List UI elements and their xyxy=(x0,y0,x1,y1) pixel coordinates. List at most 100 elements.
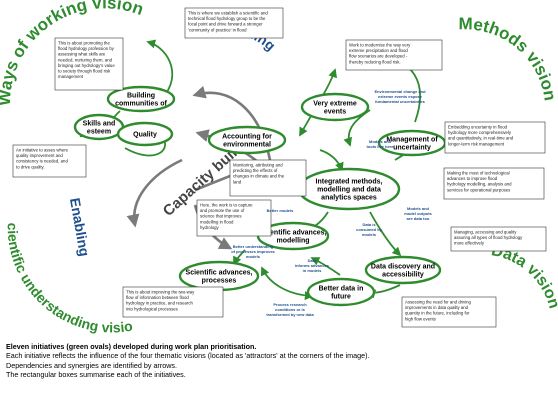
summary-text: management xyxy=(58,74,84,79)
initiative-label: communities of xyxy=(115,101,167,108)
initiative-label: Data discovery and xyxy=(371,264,435,271)
relation-label: Data is xyxy=(362,222,376,227)
initiative-quality: Quality xyxy=(116,121,174,147)
initiative-label: Scientific advances, xyxy=(186,270,253,277)
relation-label: conditions or is xyxy=(275,307,306,312)
relation-label: Models and xyxy=(407,206,430,211)
relation-label: informs advances xyxy=(295,263,330,268)
initiative-label: esteem xyxy=(87,129,111,136)
relation-label: Process research xyxy=(273,302,307,307)
summary-box-uncertainty: Embedding uncertainty in floodhydrology … xyxy=(444,121,546,154)
relation-label: Better models xyxy=(267,208,294,213)
summary-box-community: This is where we establish a scientific … xyxy=(184,7,284,39)
summary-box xyxy=(184,7,284,39)
initiatives-diagram: Ways of working vision Methods vision Da… xyxy=(0,0,558,335)
relation-rel-better-models: Better models xyxy=(267,208,294,213)
summary-box xyxy=(450,226,547,252)
caption-line-2: Dependencies and synergies are identifie… xyxy=(6,360,178,370)
initiative-oval xyxy=(300,92,370,122)
summary-text: high flow events xyxy=(405,316,436,321)
summary-text: improvements in data quality and xyxy=(405,305,469,310)
initiative-label: Very extreme xyxy=(313,101,357,108)
relation-label: Data xyxy=(308,258,317,263)
caption-line-3: The rectangular boxes summarise each of … xyxy=(6,370,186,380)
summary-text: to society through flood risk xyxy=(58,69,111,74)
relation-label: extreme events expose xyxy=(378,94,423,99)
summary-text: hydrology modelling, analysis and xyxy=(447,182,512,187)
summary-text: 'community of practice' in flood xyxy=(188,27,247,32)
initiative-label: Scientific advances, xyxy=(260,230,327,237)
summary-text: flow of information between flood xyxy=(126,295,189,300)
initiative-label: uncertainty xyxy=(393,145,431,152)
summary-text: and quantitatively, in real-time and xyxy=(448,136,514,141)
initiative-label: Better data in xyxy=(319,286,364,293)
summary-box xyxy=(229,159,307,197)
summary-box xyxy=(443,167,545,200)
initiative-scientific-advances-processes: Scientific advances,processes xyxy=(178,260,260,292)
relation-label: tools live here xyxy=(367,144,395,149)
summary-text: Work to modernise the way very xyxy=(349,43,411,48)
initiative-label: Management of xyxy=(386,137,438,144)
summary-text: predicting the effects of xyxy=(233,168,278,173)
summary-text: This is about promoting the xyxy=(58,41,110,46)
initiative-label: future xyxy=(331,294,351,301)
summary-text: extreme precipitation and flood xyxy=(349,48,408,53)
summary-text: Assessing the need for and driving xyxy=(405,300,472,305)
relation-label: Models and xyxy=(369,139,392,144)
summary-box-integrated: Making the most of technologicaladvances… xyxy=(443,167,545,200)
initiative-oval xyxy=(207,125,287,155)
enabling-label-left: Enabling xyxy=(67,197,93,258)
initiative-label: environmental xyxy=(223,142,271,149)
summary-text: technical flood hydrology group to be th… xyxy=(188,16,266,21)
summary-text: This is about improving the two-way xyxy=(126,290,195,295)
summary-box xyxy=(444,121,546,154)
summary-text: into hydrological processes xyxy=(126,306,178,311)
summary-box xyxy=(12,144,87,178)
summary-text: modelling in flood xyxy=(200,219,234,224)
summary-text: Here, the work is to capture xyxy=(200,203,253,208)
summary-text: services for operational purposes xyxy=(447,187,510,192)
initiative-oval xyxy=(364,255,442,285)
summary-text: hydrology more comprehensively xyxy=(448,130,512,135)
summary-text: needed, nurturing them, and xyxy=(58,57,113,62)
summary-text: and promote the use of xyxy=(200,208,245,213)
summary-text: more effectively xyxy=(454,241,485,246)
initiative-label: events xyxy=(324,109,346,116)
relation-label: transformed by new data xyxy=(266,312,314,317)
relation-label: fundamental uncertainties xyxy=(375,99,426,104)
summary-box xyxy=(54,37,124,91)
summary-text: assuring all types of flood hydrology xyxy=(454,235,523,240)
relation-label: models xyxy=(362,232,377,237)
initiative-label: modelling and data xyxy=(317,187,381,194)
initiative-label: Accounting for xyxy=(222,134,272,141)
summary-text: Managing, accessing and quality xyxy=(454,230,517,235)
summary-text: science that improves xyxy=(200,214,242,219)
summary-text: Monitoring, attributing and xyxy=(233,163,283,168)
summary-box xyxy=(401,296,497,328)
summary-text: longer-term risk management xyxy=(448,141,505,146)
caption-line-1: Each initiative reflects the influence o… xyxy=(6,351,370,361)
relation-label: of processes improves xyxy=(231,249,275,254)
summary-box xyxy=(196,199,272,237)
summary-text: assessing what skills are xyxy=(58,52,106,57)
summary-text: consistency is needed, and xyxy=(16,159,68,164)
initiative-label: Integrated methods, xyxy=(316,179,383,186)
initiative-integrated-methods: Integrated methods,modelling and dataana… xyxy=(297,167,401,211)
initiative-label: processes xyxy=(202,278,237,285)
initiative-label: modelling xyxy=(276,238,309,245)
relation-label: Better understanding xyxy=(233,244,274,249)
summary-text: An initiative to asses where xyxy=(16,148,69,153)
relation-label: model outputs xyxy=(404,211,432,216)
summary-text: quantity in the future, including for xyxy=(405,311,470,316)
